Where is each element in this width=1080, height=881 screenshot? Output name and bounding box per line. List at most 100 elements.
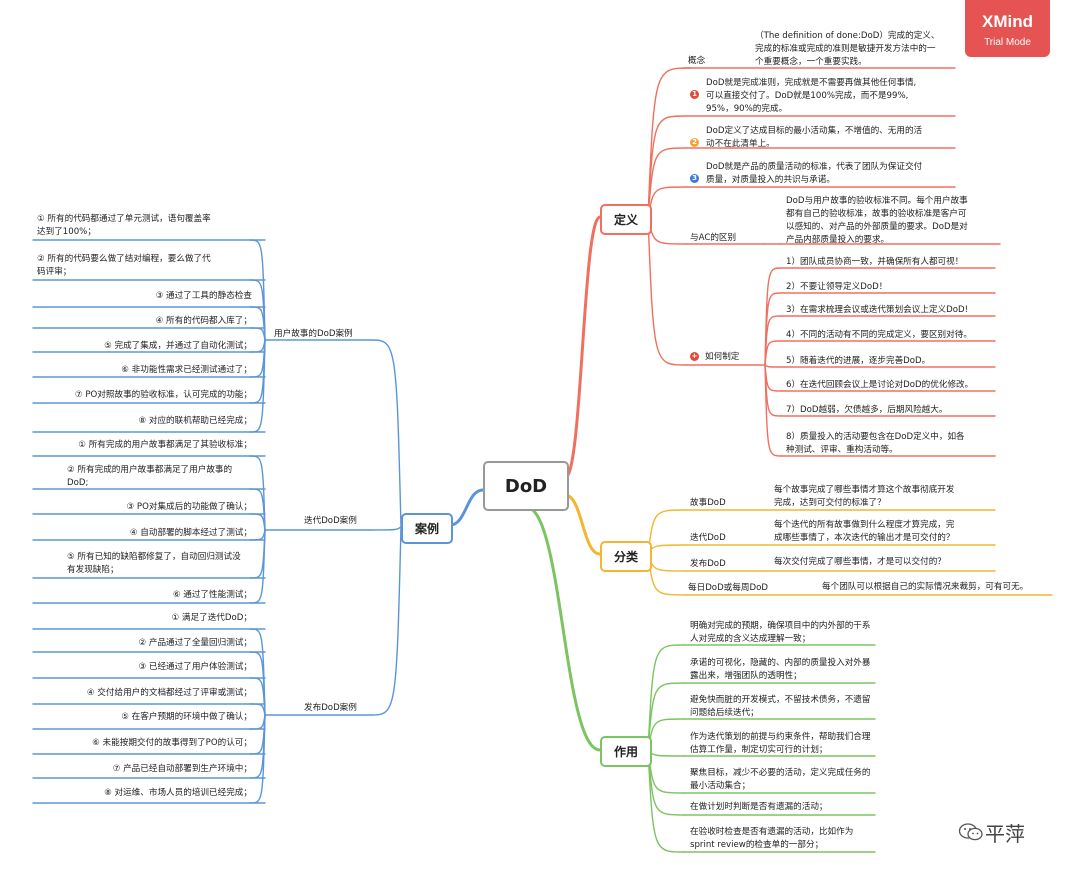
case-item-3-1: ① 满足了迭代DoD； [172,612,253,625]
purpose-item-1: 明确对完成的预期，确保项目中的内外部的干系人对完成的含义达成理解一致； [690,620,870,646]
connector-purpose-4 [647,749,685,757]
case-group-label-3: 发布DoD案例 [304,703,357,713]
case-item-3-3: ③ 已经通过了用户体验测试； [138,661,252,674]
case-item-2-2-line: DoD; [67,478,89,488]
label-ac-diff: 与AC的区别 [690,233,737,243]
case-item-1-8-line: ⑧ 对应的联机帮助已经完成； [138,416,252,426]
connector-class-4 [647,553,687,596]
how-item-6: 6）在迭代回顾会议上是讨论对DoD的优化修改。 [786,379,973,392]
ac-diff-text-line: 产品内部质量投入的要求。 [786,235,890,245]
connector-how-item-4 [764,340,782,366]
connector-case-2-2 [249,488,266,531]
purpose-item-1-line: 人对完成的含义达成理解一致； [690,634,811,644]
case-item-3-8-line: ⑧ 对运维、市场人员的培训已经完成； [104,788,252,798]
how-item-7-line: 7）DoD越弱，欠债越多，后期风险越大。 [786,405,948,415]
class-label-1: 故事DoD [690,498,726,508]
definition-point-1-line: 95%，90%的完成。 [706,104,788,114]
case-item-3-6: ⑥ 未能按期交付的故事得到了PO的认可； [92,737,252,750]
how-item-4: 4）不同的活动有不同的完成定义，要区别对待。 [786,329,972,342]
definition-point-3-line: 质量，对质量投入的共识与承诺。 [706,175,835,185]
purpose-item-2: 承诺的可视化，隐藏的、内部的质量投入对外暴露出来，增强团队的透明性； [690,657,870,683]
connector-case-1-6 [249,339,266,378]
marker-priority-3-icon: 3 [690,174,699,183]
concept-text-line: 个重要概念，一个重要实践。 [755,57,867,67]
add-marker-icon: + [690,352,699,361]
case-item-2-4: ④ 自动部署的脚本经过了测试； [130,527,252,540]
label-concept: 概念 [688,56,706,66]
class-text-3-line: 每次交付完成了哪些事情，才是可以交付的？ [774,557,946,567]
purpose-item-5-line: 最小活动集合； [690,781,751,791]
purpose-item-2-line: 承诺的可视化，隐藏的、内部的质量投入对外暴 [690,658,871,668]
ac-diff-text: DoD与用户故事的验收标准不同。每个用户故事都有自己的验收标准，故事的验收标准是… [786,195,968,247]
case-item-3-6-line: ⑥ 未能按期交付的故事得到了PO的认可； [92,738,252,748]
ac-diff-text-line: 以感知的、对产品的外部质量的要求。DoD是对 [786,222,968,232]
case-item-3-2: ② 产品通过了全量回归测试； [138,637,252,650]
purpose-item-6-line: 在做计划时判断是否有遗漏的活动； [690,802,828,812]
xmind-watermark: XMind Trial Mode [965,0,1050,57]
connector-class-2 [647,544,687,555]
connector-how-item-6 [764,364,782,392]
case-item-1-7-line: ⑦ PO对照故事的验收标准，认可完成的功能； [74,390,252,400]
connector-point-3 [647,186,687,218]
connector-class-3 [647,553,687,572]
case-item-3-3-line: ③ 已经通过了用户体验测试； [138,662,252,672]
how-item-6-line: 6）在迭代回顾会议上是讨论对DoD的优化修改。 [786,380,974,390]
class-text-1-line: 每个故事完成了哪些事情才算这个故事彻底开发 [774,485,955,495]
root-topic[interactable]: DoD [483,461,569,511]
case-item-1-1: ① 所有的代码都通过了单元测试，语句覆盖率达到了100%； [37,213,211,239]
concept-text: （The definition of done:DoD）完成的定义、完成的标准或… [755,30,940,69]
branch-definition [563,215,602,480]
label-how: 如何制定 [705,352,740,362]
connector-case-2-3 [249,513,266,531]
connector-ac-diff [647,216,687,245]
class-text-1-line: 完成，达到可交付的标准了？ [774,498,886,508]
connector-case-1-4 [249,327,266,341]
how-item-8-line: 8）质量投入的活动要包含在DoD定义中，如各 [786,432,965,442]
connector-case-3-4 [249,703,266,716]
case-item-1-6: ⑥ 非功能性需求已经测试通过了； [121,364,252,377]
branch-classification [563,493,602,556]
purpose-item-2-line: 露出来，增强团队的透明性； [690,671,802,681]
how-item-4-line: 4）不同的活动有不同的完成定义，要区别对待。 [786,330,972,340]
connector-how-item-8 [764,364,782,457]
connector-case-1-1 [249,239,266,341]
connector-case-1-5 [249,339,266,353]
class-text-4-line: 每个团队可以根据自己的实际情况来裁剪，可有可无。 [822,582,1029,592]
wechat-icon [958,823,983,841]
connector-point-2 [647,147,687,218]
definition-point-2-line: 动不在此清单上。 [706,139,775,149]
purpose-item-4-line: 作为迭代策划的前提与约束条件，帮助我们合理 [690,732,871,742]
case-item-3-8: ⑧ 对运维、市场人员的培训已经完成； [104,787,252,800]
connector-purpose-1 [647,644,685,751]
case-item-3-4: ④ 交付给用户的文档都经过了评审或测试； [87,687,252,700]
topic-purpose[interactable]: 作用 [600,736,652,767]
case-item-2-1: ① 所有完成的用户故事都满足了其验收标准； [78,439,252,452]
case-group-label-2: 迭代DoD案例 [304,516,357,526]
connector-point-1 [647,115,687,218]
how-item-1-line: 1）团队成员协商一致，并确保所有人都可视！ [786,257,964,267]
wechat-account-name: 平萍 [985,822,1025,846]
how-item-1: 1）团队成员协商一致，并确保所有人都可视！ [786,256,963,269]
case-item-1-8: ⑧ 对应的联机帮助已经完成； [138,415,252,428]
case-item-1-2-line: ② 所有的代码要么做了结对编程，要么做了代 [37,254,211,264]
connector-case-3-5 [249,714,266,730]
topic-classification[interactable]: 分类 [600,541,652,572]
topic-cases[interactable]: 案例 [401,513,453,544]
case-item-1-2-line: 码评审； [37,267,72,277]
connector-purpose-7 [647,749,685,853]
case-item-2-3: ③ PO对集成后的功能做了确认； [126,501,252,514]
case-item-2-2-line: ② 所有完成的用户故事都满足了用户故事的 [67,465,233,475]
connector-case-2-4 [249,529,266,541]
purpose-item-3-line: 避免快而脏的开发模式，不留技术债务，不遗留 [690,695,871,705]
case-item-3-1-line: ① 满足了迭代DoD； [171,613,253,623]
purpose-item-7-line: sprint review的检查单的一部分； [690,840,824,850]
concept-text-line: 完成的标准或完成的准则是敏捷开发方法中的一 [755,44,936,54]
how-item-8-line: 种测试、评审、重构活动等。 [786,445,898,455]
connector-case-3-3 [249,677,266,716]
purpose-item-1-line: 明确对完成的预期，确保项目中的内外部的干系 [690,621,871,631]
topic-definition[interactable]: 定义 [600,204,652,235]
class-label-3: 发布DoD [690,559,726,569]
connector-concept [647,67,691,218]
case-item-1-2: ② 所有的代码要么做了结对编程，要么做了代码评审； [37,253,211,279]
